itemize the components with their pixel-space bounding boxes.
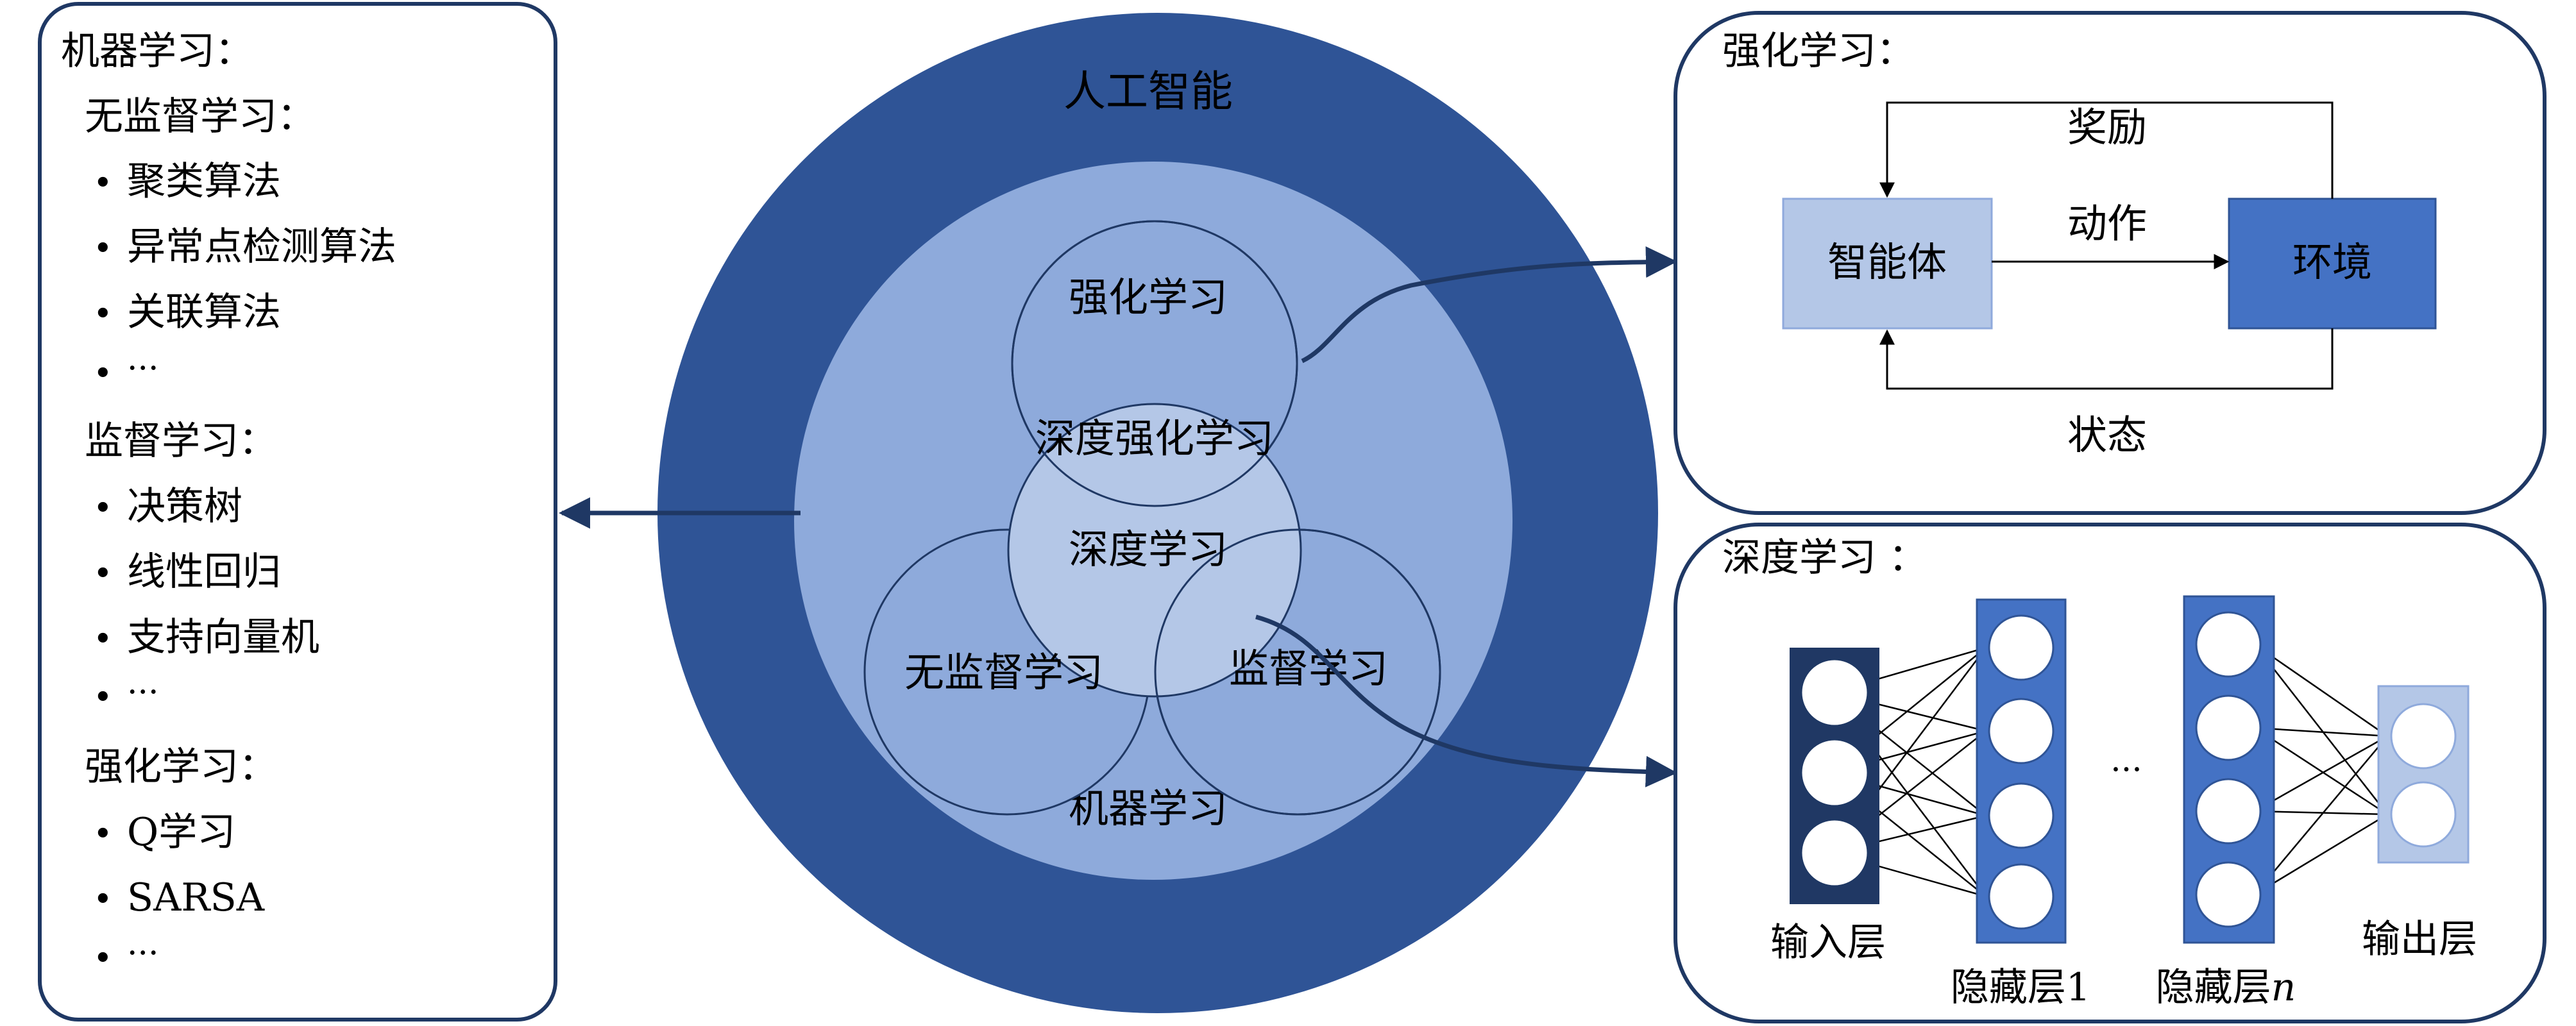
supervised-label: 监督学习 [1229, 645, 1388, 692]
rl-panel: 强化学习： 智能体 环境 动作 奖励 状态 [1674, 11, 2546, 515]
input-node [1800, 658, 1869, 727]
hidden-layer-n-label: 隐藏层n [2156, 965, 2296, 1010]
input-node [1800, 738, 1869, 807]
bullet: • [93, 815, 113, 854]
ai-label: 人工智能 [1063, 67, 1233, 116]
output-node [2390, 781, 2457, 848]
layers-ellipsis: ··· [2110, 751, 2142, 789]
bullet: • [93, 939, 113, 978]
left-panel: 机器学习： 无监督学习： • 聚类算法 • 异常点检测算法 • 关联算法 • ·… [38, 2, 557, 1022]
environment-label: 环境 [2292, 239, 2372, 285]
bullet: • [93, 880, 113, 919]
section-heading-unsupervised: 无监督学习： [85, 94, 316, 139]
state-arrow [1879, 328, 2334, 390]
bullet: • [93, 355, 113, 393]
list-item: 支持向量机 [127, 615, 319, 660]
input-node [1800, 818, 1869, 887]
section-heading-supervised: 监督学习： [85, 419, 277, 464]
rl-panel-title: 强化学习： [1722, 29, 1915, 74]
dl-panel: 深度学习 ： 输入层 隐藏层1 [1674, 523, 2546, 1023]
reward-label: 奖励 [2067, 104, 2147, 151]
output-layer-label: 输出层 [2362, 917, 2477, 962]
arrow-to-rl-panel [1301, 246, 1677, 364]
center-diagram: 人工智能 机器学习 强化学习 深度强化学习 深度学习 无监督学习 监督学习 [559, 13, 1677, 1013]
list-item: 聚类算法 [127, 159, 281, 204]
list-item: ··· [127, 673, 159, 712]
list-item: ··· [127, 934, 159, 973]
list-item: 线性回归 [127, 550, 281, 594]
hidden-node [1988, 782, 2055, 849]
hidden-layer-1-label: 隐藏层1 [1951, 965, 2090, 1010]
output-node [2390, 703, 2457, 770]
hidden-node [2195, 694, 2262, 761]
state-label: 状态 [2067, 412, 2147, 458]
agent-label: 智能体 [1827, 239, 1947, 285]
input-layer-label: 输入层 [1770, 920, 1886, 965]
unsupervised-label: 无监督学习 [904, 649, 1103, 696]
dl-panel-title: 深度学习 ： [1722, 535, 1927, 580]
list-item: ··· [127, 349, 159, 388]
bullet: • [93, 620, 113, 659]
bullet: • [93, 295, 113, 333]
hidden-node [1988, 863, 2055, 930]
bullet: • [93, 555, 113, 593]
list-item: 决策树 [127, 484, 242, 529]
bullet: • [93, 678, 113, 717]
left-panel-title: 机器学习： [61, 29, 253, 74]
reward-arrow [1879, 101, 2334, 199]
dl-label: 深度学习 [1069, 526, 1228, 573]
left-panel-frame [38, 2, 557, 1022]
action-label: 动作 [2067, 200, 2147, 247]
hidden-node [1988, 614, 2055, 681]
deep-learning-circle [1007, 403, 1302, 698]
list-item: 关联算法 [127, 290, 281, 335]
hidden-node [2195, 861, 2262, 928]
rl-label: 强化学习 [1069, 274, 1228, 321]
bullet: • [93, 230, 113, 268]
drl-label: 深度强化学习 [1035, 415, 1274, 462]
hidden-node [1988, 698, 2055, 764]
environment-box [2228, 198, 2437, 330]
ml-label: 机器学习 [1069, 785, 1228, 832]
list-item: Q学习 [127, 810, 235, 855]
agent-box [1782, 198, 1993, 330]
hidden-layer-n-prefix: 隐藏层 [2156, 965, 2271, 1010]
arrow-to-dl-panel [1255, 614, 1677, 787]
list-item: 异常点检测算法 [127, 224, 396, 269]
hidden-layer-n-var: n [2271, 965, 2296, 1010]
list-item: SARSA [127, 875, 265, 920]
bullet: • [93, 489, 113, 528]
hidden-node [2195, 611, 2262, 678]
supervised-circle-outline [1154, 528, 1441, 816]
reinforcement-circle-outline [1011, 220, 1298, 507]
dl-panel-frame [1674, 523, 2546, 1023]
section-heading-reinforcement: 强化学习： [85, 744, 277, 789]
bullet: • [93, 164, 113, 203]
hidden-node [2195, 778, 2262, 845]
